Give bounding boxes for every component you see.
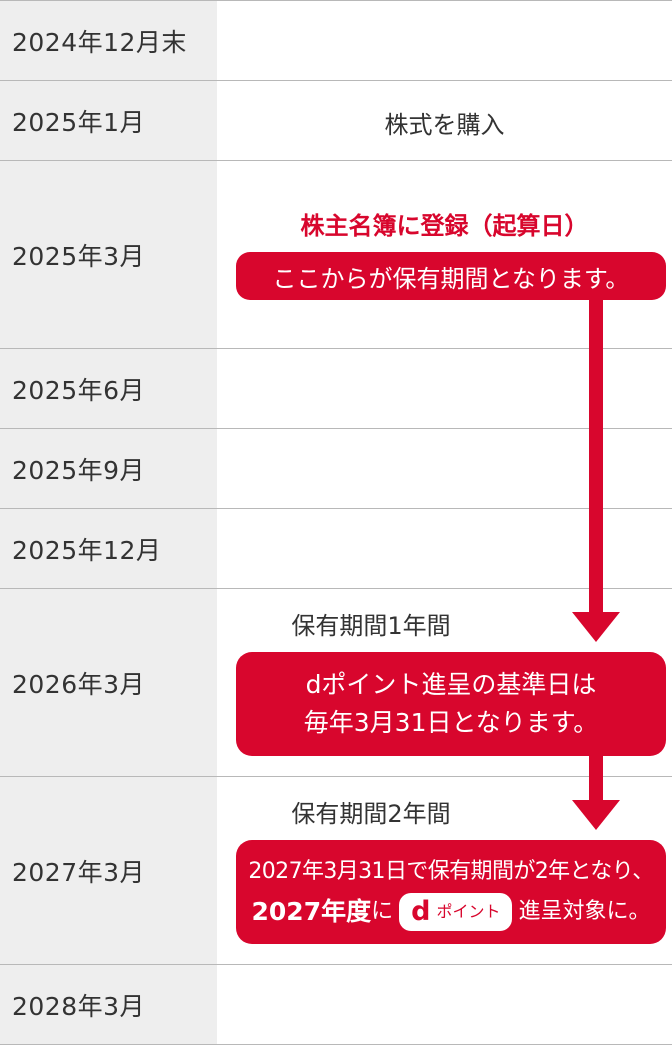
date-label: 2026年3月 bbox=[0, 589, 217, 776]
date-label: 2025年1月 bbox=[0, 81, 217, 160]
date-label: 2025年9月 bbox=[0, 429, 217, 508]
final-ni: に bbox=[371, 899, 394, 924]
base-date-line2: 毎年3月31日となります。 bbox=[303, 708, 599, 737]
date-label: 2024年12月末 bbox=[0, 1, 217, 80]
registration-title: 株主名簿に登録（起算日） bbox=[300, 212, 589, 240]
dpoint-d-icon: d bbox=[411, 896, 431, 927]
arrow-shaft-1 bbox=[589, 290, 603, 612]
holding-2year-label: 保有期間2年間 bbox=[291, 800, 451, 828]
final-suffix: 進呈対象に。 bbox=[518, 899, 651, 924]
base-date-line1: dポイント進呈の基準日は bbox=[305, 670, 597, 699]
date-label: 2025年12月 bbox=[0, 509, 217, 588]
date-label: 2027年3月 bbox=[0, 777, 217, 964]
arrow-down-icon bbox=[572, 612, 620, 642]
arrow-shaft-2 bbox=[589, 750, 603, 800]
final-year: 2027年度 bbox=[251, 897, 372, 926]
timeline-row-2025-09: 2025年9月 bbox=[0, 428, 672, 508]
date-label: 2025年6月 bbox=[0, 349, 217, 428]
timeline-row-2024-12: 2024年12月末 bbox=[0, 0, 672, 80]
date-label: 2028年3月 bbox=[0, 965, 217, 1044]
holding-1year-label: 保有期間1年間 bbox=[291, 612, 451, 640]
final-line1: 2027年3月31日で保有期間が2年となり、 bbox=[248, 859, 654, 884]
timeline-row-2026-03: 2026年3月 bbox=[0, 588, 672, 776]
timeline-row-2028-03: 2028年3月 bbox=[0, 964, 672, 1045]
registration-pill-text: ここからが保有期間となります。 bbox=[272, 264, 630, 293]
timeline-row-2027-03: 2027年3月 bbox=[0, 776, 672, 964]
registration-pill: ここからが保有期間となります。 bbox=[236, 252, 666, 300]
timeline-row-2025-03: 2025年3月 bbox=[0, 160, 672, 348]
purchase-event: 株式を購入 bbox=[384, 111, 505, 139]
timeline-row-2025-06: 2025年6月 bbox=[0, 348, 672, 428]
timeline-row-2025-12: 2025年12月 bbox=[0, 508, 672, 588]
final-line2: 2027年度 に d ポイント 進呈対象に。 bbox=[251, 892, 651, 932]
arrow-down-icon bbox=[572, 800, 620, 830]
final-pill: 2027年3月31日で保有期間が2年となり、 2027年度 に d ポイント 進… bbox=[236, 840, 666, 944]
dpoint-logo: d ポイント bbox=[399, 893, 513, 931]
date-label: 2025年3月 bbox=[0, 161, 217, 348]
dpoint-label: ポイント bbox=[436, 902, 501, 921]
timeline-row-2025-01: 2025年1月 株式を購入 bbox=[0, 80, 672, 160]
base-date-pill: dポイント進呈の基準日は 毎年3月31日となります。 bbox=[236, 652, 666, 756]
